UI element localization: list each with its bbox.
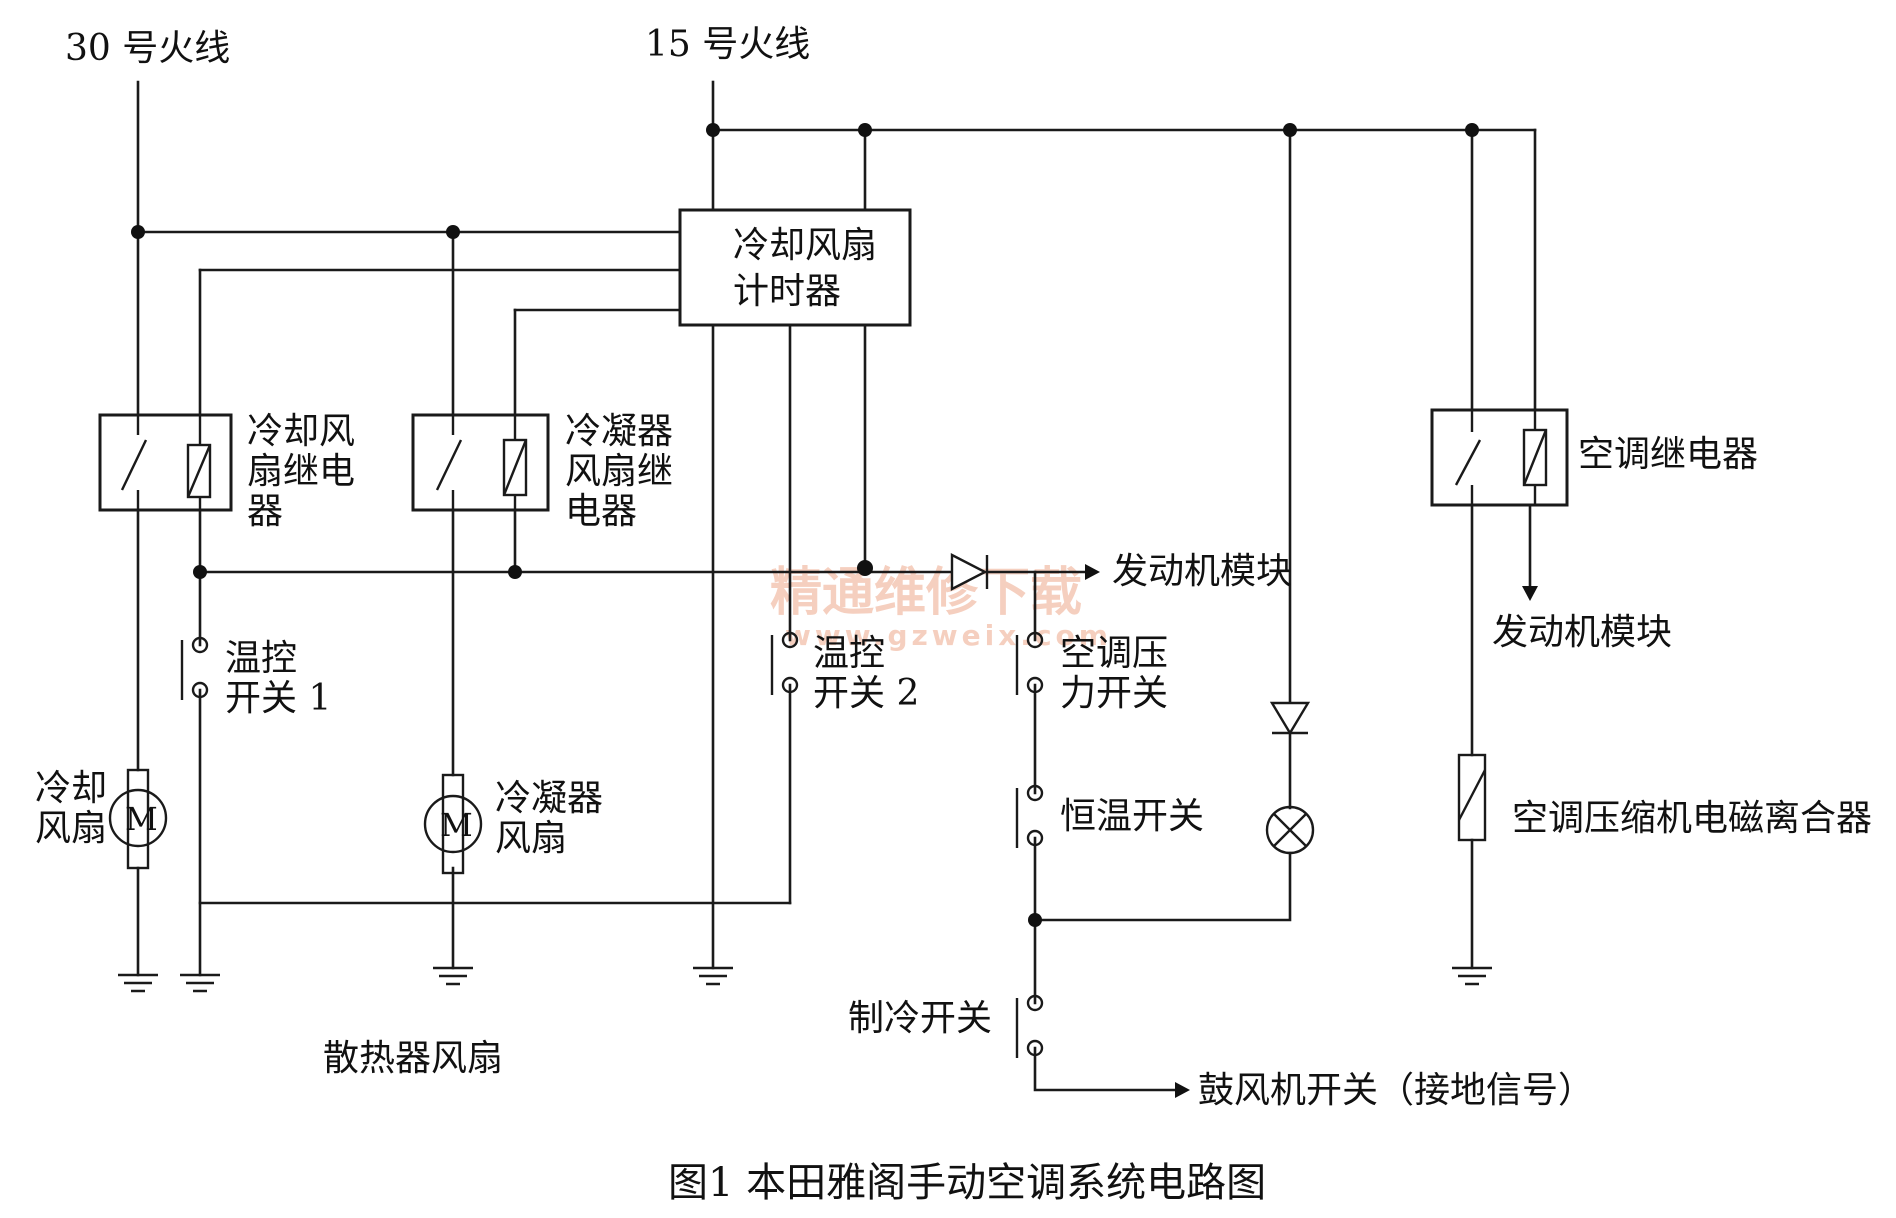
- relay-switch-symbol: [120, 415, 148, 510]
- compressor-clutch-coil: [1457, 753, 1487, 842]
- figure-caption: 图1 本田雅阁手动空调系统电路图: [668, 1160, 1266, 1206]
- label-cond-relay-1: 冷凝器: [565, 411, 673, 452]
- grounds: [118, 966, 1492, 993]
- condenser-fan-relay: [411, 413, 550, 512]
- label-thermo2-2: 开关 2: [813, 673, 919, 714]
- junction-dot: [706, 123, 720, 137]
- ac-relay: [1430, 408, 1569, 507]
- label-thermo1-2: 开关 1: [225, 678, 331, 719]
- ground-symbol: [693, 966, 733, 986]
- label-line15: 15 号火线: [645, 24, 810, 65]
- ac-pressure-switch: [1015, 631, 1044, 695]
- label-refrig-switch: 制冷开关: [848, 998, 992, 1039]
- label-engine-module: 发动机模块: [1112, 551, 1292, 592]
- label-cool-fan-2: 风扇: [35, 808, 107, 849]
- junction-dot: [131, 225, 145, 239]
- junction-dot: [1283, 123, 1297, 137]
- ac-relay-box: [1430, 408, 1569, 507]
- wire-lamp-bottom: [1033, 851, 1292, 922]
- refrigeration-switch: [1015, 994, 1044, 1058]
- label-cool-fan-1: 冷却: [35, 768, 107, 809]
- cooling-fan-motor: M: [108, 768, 168, 870]
- motor-m-label: M: [440, 806, 473, 844]
- labels: 30 号火线 15 号火线 冷却风 扇继电 器 冷凝器 风扇继 电器 空调继电器…: [35, 24, 1872, 1206]
- timer-label-line2: 计时器: [733, 271, 841, 312]
- relay-switch-symbol: [435, 415, 463, 510]
- switches: [180, 631, 1044, 1058]
- label-cool-relay-2: 扇继电: [247, 451, 355, 492]
- label-thermo2-1: 温控: [813, 633, 885, 674]
- junction-dot: [446, 225, 460, 239]
- wire-refrig-to-blower: [1033, 1046, 1177, 1092]
- cooling-fan-timer: 冷却风扇 计时器: [678, 208, 912, 327]
- wires: [136, 80, 1538, 1098]
- junction-dot: [857, 560, 873, 576]
- ground-symbol: [180, 973, 220, 993]
- label-const-temp: 恒温开关: [1060, 796, 1204, 837]
- junctions: [131, 123, 1479, 927]
- junction-dot: [1465, 123, 1479, 137]
- junction-dot: [1028, 913, 1042, 927]
- relay-switch-symbol: [1454, 410, 1482, 505]
- cooling-fan-relay: [98, 413, 233, 512]
- label-engine-module-2: 发动机模块: [1492, 612, 1672, 653]
- junction-dot: [508, 565, 522, 579]
- label-ac-relay: 空调继电器: [1578, 434, 1758, 475]
- label-blower: 鼓风机开关（接地信号）: [1198, 1070, 1594, 1111]
- label-ac-press-1: 空调压: [1060, 633, 1168, 674]
- timer-label-line1: 冷却风扇: [733, 225, 877, 266]
- arrow-to-engine-module: [1085, 564, 1100, 580]
- label-cond-fan-2: 风扇: [495, 818, 567, 859]
- label-cond-relay-2: 风扇继: [565, 451, 673, 492]
- watermark-url: www.gzweix.com: [785, 619, 1112, 652]
- label-cond-fan-1: 冷凝器: [495, 778, 603, 819]
- junction-dot: [858, 123, 872, 137]
- condenser-fan-motor: M: [423, 773, 483, 875]
- relay-coil-diagonal: [502, 415, 528, 510]
- label-cool-relay-1: 冷却风: [247, 411, 355, 452]
- motor-m-label: M: [125, 800, 158, 838]
- arrow-to-blower: [1175, 1082, 1190, 1098]
- cond-relay-box: [411, 413, 550, 512]
- label-cond-relay-3: 电器: [565, 491, 637, 532]
- ground-symbol: [433, 966, 473, 986]
- ground-symbol: [1452, 966, 1492, 986]
- timer-box: [678, 208, 912, 327]
- ground-symbol: [118, 973, 158, 993]
- label-cool-relay-3: 器: [247, 491, 283, 532]
- junction-dot: [193, 565, 207, 579]
- arrow-to-engine-module-2: [1522, 586, 1538, 601]
- thermo-switch-1: [180, 636, 209, 700]
- label-thermo1-1: 温控: [225, 638, 297, 679]
- thermo-switch-2: [770, 631, 799, 695]
- label-clutch: 空调压缩机电磁离合器: [1512, 798, 1872, 839]
- constant-temp-switch: [1015, 784, 1044, 848]
- diode-signal: [950, 553, 989, 591]
- diode-lamp: [1269, 701, 1311, 736]
- relay-coil-diagonal: [1522, 410, 1548, 505]
- label-radiator-fan: 散热器风扇: [323, 1038, 503, 1079]
- relay-coil-diagonal: [186, 415, 212, 510]
- label-ac-press-2: 力开关: [1060, 673, 1168, 714]
- label-line30: 30 号火线: [65, 28, 230, 69]
- cool-relay-box: [98, 413, 233, 512]
- indicator-lamp: [1265, 805, 1315, 855]
